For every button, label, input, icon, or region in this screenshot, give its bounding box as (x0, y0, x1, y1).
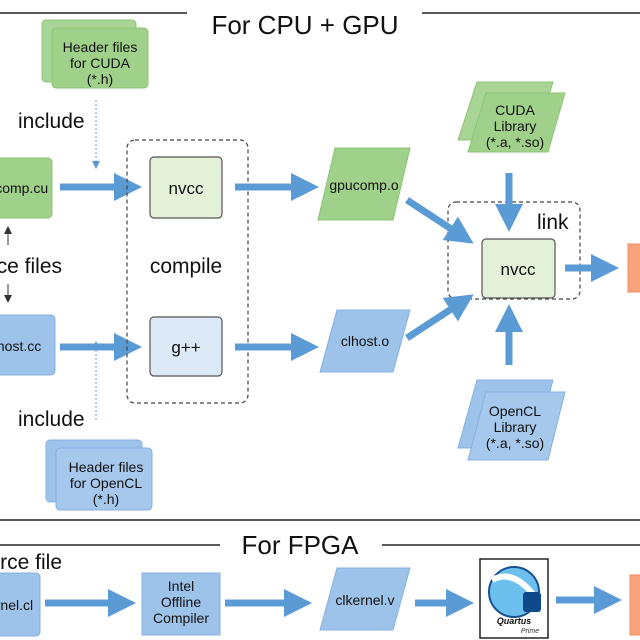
svg-text:nvcc: nvcc (169, 179, 204, 198)
link-group (447, 201, 581, 300)
cuda-library: CUDA Library (*.a, *.so) (457, 81, 566, 153)
compile-label: compile (150, 255, 222, 278)
cpu-gpu-title: For CPU + GPU (211, 10, 398, 40)
svg-text:for OpenCL: for OpenCL (70, 475, 143, 491)
arrow (405, 294, 474, 341)
svg-text:clhost.o: clhost.o (341, 333, 389, 349)
gpucomp-o-file: gpucomp.o (317, 147, 411, 221)
link-label: link (537, 211, 569, 234)
svg-text:clhost.cc: clhost.cc (0, 338, 41, 354)
nvcc-link-box: nvcc (481, 238, 556, 299)
svg-text:(*.a, *.so): (*.a, *.so) (486, 435, 544, 451)
svg-text:(*.h): (*.h) (87, 71, 113, 87)
svg-text:clkernel.cl: clkernel.cl (0, 597, 33, 613)
svg-text:for CUDA: for CUDA (70, 55, 131, 71)
offline-compiler-box: Intel Offline Compiler (141, 572, 221, 636)
svg-text:g++: g++ (171, 338, 200, 357)
gpucomp-cu-file: gpucomp.cu (0, 157, 53, 219)
svg-text:(*.h): (*.h) (93, 491, 119, 507)
svg-text:clkernel.v: clkernel.v (335, 592, 394, 608)
clkernel-cl-file: clkernel.cl (0, 572, 41, 637)
source-files-label: Source files (0, 255, 62, 278)
svg-text:gpucomp.cu: gpucomp.cu (0, 180, 48, 196)
clkernel-v-file: clkernel.v (319, 567, 411, 631)
svg-text:Header files: Header files (69, 459, 144, 475)
clhost-cc-file: clhost.cc (0, 314, 56, 376)
quartus-prime-logo: Quartus Prime (479, 558, 549, 639)
opencl-header-files: Header files for OpenCL (*.h) (45, 439, 153, 511)
cuda-header-files: Header files for CUDA (*.h) (41, 19, 149, 89)
clhost-o-file: clhost.o (319, 309, 411, 373)
svg-text:Header files: Header files (63, 39, 138, 55)
svg-text:OpenCL: OpenCL (489, 403, 541, 419)
svg-text:Intel: Intel (168, 578, 194, 594)
nvcc-compile-box: nvcc (149, 156, 223, 219)
svg-text:nvcc: nvcc (501, 260, 536, 279)
svg-text:Library: Library (494, 419, 537, 435)
svg-text:Offline: Offline (161, 594, 201, 610)
include-label: include (18, 110, 85, 133)
gpp-compile-box: g++ (149, 316, 223, 377)
fpga-title: For FPGA (241, 530, 359, 560)
svg-text:Library: Library (494, 118, 537, 134)
svg-text:Prime: Prime (521, 628, 539, 635)
svg-text:Compiler: Compiler (153, 610, 209, 626)
arrow (405, 197, 474, 244)
executable-output (627, 243, 640, 293)
opencl-library: OpenCL Library (*.a, *.so) (457, 379, 566, 461)
svg-text:Quartus: Quartus (497, 616, 532, 626)
bitstream-output (629, 574, 640, 636)
svg-text:(*.a, *.so): (*.a, *.so) (486, 134, 544, 150)
include-label: include (18, 408, 85, 431)
source-file-label: Source file (0, 551, 62, 574)
compile-group (126, 139, 249, 404)
svg-text:CUDA: CUDA (495, 102, 535, 118)
svg-text:gpucomp.o: gpucomp.o (329, 177, 398, 193)
